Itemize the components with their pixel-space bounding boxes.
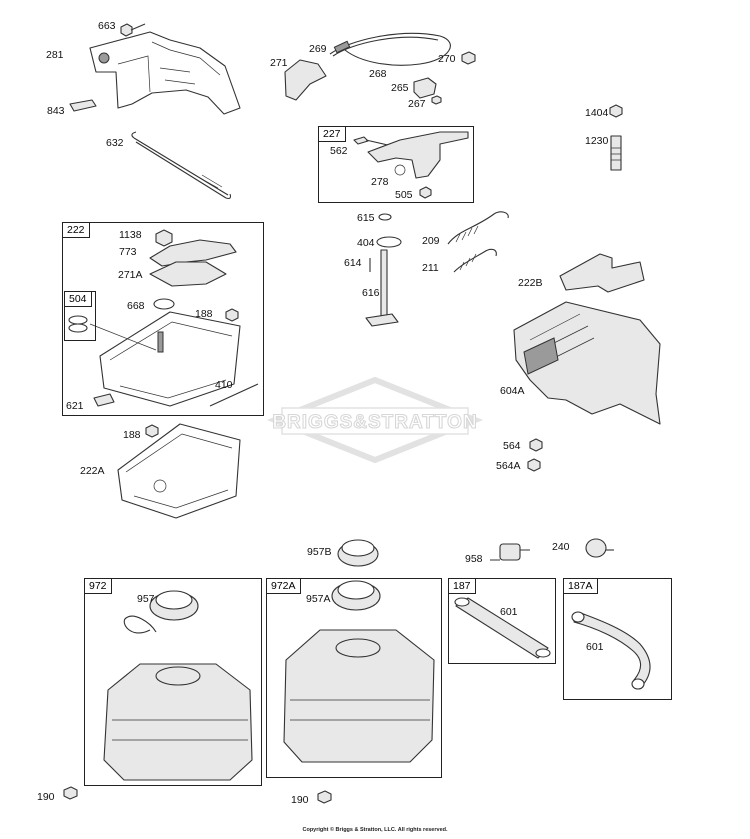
callout-269: 269 (309, 43, 327, 55)
group-box-222-tag: 222 (62, 222, 90, 238)
part-1230-stud (610, 135, 622, 171)
callout-222A: 222A (80, 465, 105, 477)
group-box-187: 187 (448, 578, 556, 664)
callout-270: 270 (438, 53, 456, 65)
callout-564A: 564A (496, 460, 521, 472)
callout-621: 621 (66, 400, 84, 412)
group-box-187-tag: 187 (448, 578, 476, 594)
callout-957A: 957A (306, 593, 331, 605)
part-270-screw (461, 51, 476, 65)
callout-188-lower: 188 (123, 429, 141, 441)
callout-281: 281 (46, 49, 64, 61)
callout-614: 614 (344, 257, 362, 269)
part-222-governor-plate (93, 229, 259, 407)
copyright-footer: Copyright © Briggs & Stratton, LLC. All … (302, 827, 448, 833)
callout-265: 265 (391, 82, 409, 94)
part-564-screw (529, 438, 543, 452)
callout-604A: 604A (500, 385, 525, 397)
callout-564: 564 (503, 440, 521, 452)
callout-404: 404 (357, 237, 375, 249)
callout-957B: 957B (307, 546, 332, 558)
callout-267: 267 (408, 98, 426, 110)
group-box-972-tag: 972 (84, 578, 112, 594)
part-240-vent (585, 538, 614, 558)
part-972A-fuel-tank (283, 580, 435, 763)
part-187A-fuel-line (571, 611, 651, 690)
callout-211: 211 (422, 262, 439, 274)
callout-240: 240 (552, 541, 570, 553)
part-190-screw-a (63, 786, 78, 800)
part-187-fuel-line (454, 597, 551, 659)
part-281-bracket (89, 31, 241, 115)
callout-278: 278 (371, 176, 389, 188)
part-616-shaft (365, 249, 399, 327)
callout-1404: 1404 (585, 107, 609, 119)
part-504-gaskets (68, 315, 157, 351)
callout-505: 505 (395, 189, 413, 201)
group-box-222: 222 (62, 222, 264, 416)
group-box-972A: 972A (266, 578, 442, 778)
part-404-washer (376, 236, 402, 248)
part-972-fuel-tank (103, 590, 253, 781)
part-1404-nut (609, 104, 623, 118)
group-box-227-tag: 227 (318, 126, 346, 142)
part-271-lever (284, 59, 327, 101)
part-632-link-rod (131, 131, 232, 200)
part-222A-base-plate (117, 423, 241, 519)
callout-562: 562 (330, 145, 348, 157)
callout-268: 268 (369, 68, 387, 80)
part-957B-fuel-cap (337, 539, 379, 567)
part-211-spring (453, 248, 497, 273)
part-267-screw (431, 95, 442, 105)
callout-1230: 1230 (585, 135, 609, 147)
callout-1138: 1138 (119, 229, 142, 241)
callout-188-upper: 188 (195, 308, 213, 320)
callout-410: 410 (215, 379, 233, 391)
part-663-bolt (120, 23, 146, 37)
part-843-clip (69, 99, 97, 112)
part-222B-bracket (559, 253, 645, 293)
group-box-504-tag: 504 (64, 291, 92, 307)
group-box-972A-tag: 972A (266, 578, 301, 594)
part-227-governor-lever (353, 131, 469, 199)
callout-601-187: 601 (500, 606, 518, 618)
callout-615: 615 (357, 212, 375, 224)
callout-222B: 222B (518, 277, 543, 289)
callout-190-left: 190 (37, 791, 55, 803)
part-268-cable (329, 32, 451, 66)
part-564A-screw (527, 458, 541, 472)
callout-843: 843 (47, 105, 65, 117)
part-209-spring (447, 211, 509, 245)
group-box-227: 227 (318, 126, 474, 203)
callout-616: 616 (362, 287, 380, 299)
callout-668: 668 (127, 300, 145, 312)
callout-773: 773 (119, 246, 137, 258)
callout-209: 209 (422, 235, 440, 247)
callout-663: 663 (98, 20, 116, 32)
part-265-clamp (413, 77, 437, 99)
part-604A-blower-shroud (513, 301, 661, 425)
part-615-washer (378, 213, 392, 221)
part-958-shutoff-valve (490, 543, 530, 561)
watermark-text: BRIGGS&STRATTON (272, 412, 477, 433)
group-box-187A: 187A (563, 578, 672, 700)
group-box-187A-tag: 187A (563, 578, 598, 594)
group-box-972: 972 (84, 578, 262, 786)
callout-958: 958 (465, 553, 483, 565)
callout-190-center: 190 (291, 794, 309, 806)
callout-271: 271 (270, 57, 288, 69)
briggs-stratton-watermark: BRIGGS&STRATTON (266, 376, 484, 464)
callout-957: 957 (137, 593, 155, 605)
callout-601-187A: 601 (586, 641, 604, 653)
group-box-504: 504 (64, 291, 96, 341)
callout-271A: 271A (118, 269, 143, 281)
callout-632: 632 (106, 137, 124, 149)
part-190-screw-b (317, 790, 332, 804)
